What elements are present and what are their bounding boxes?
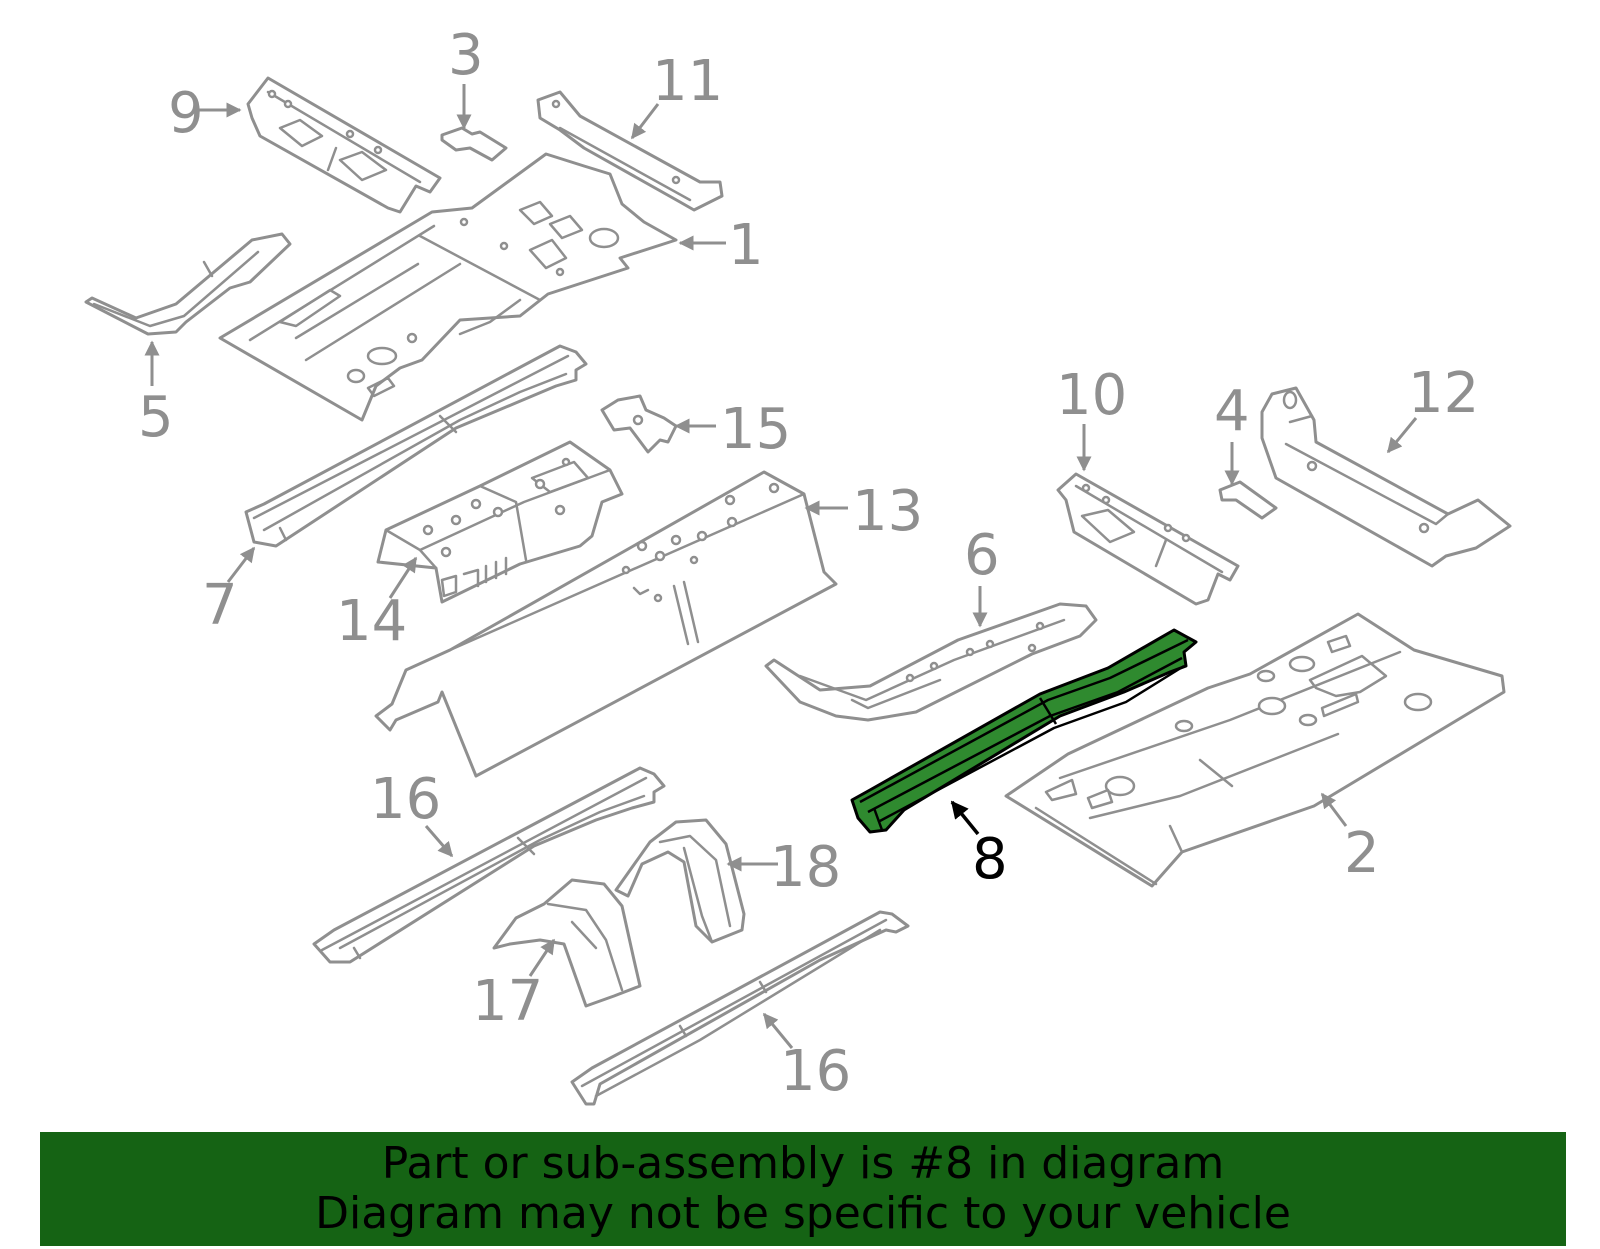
callout-16-lower[interactable]: 16 [780,1039,851,1104]
callout-6[interactable]: 6 [964,523,1000,588]
callout-8[interactable]: 8 [972,827,1008,892]
callout-1[interactable]: 1 [728,213,764,278]
part-2-floor-pan[interactable] [1004,612,1506,888]
part-12-member[interactable] [1260,386,1512,568]
callout-9[interactable]: 9 [168,81,204,146]
part-6-reinforcement[interactable] [764,602,1098,722]
callout-7[interactable]: 7 [202,573,238,638]
part-3-bracket[interactable] [440,126,508,162]
callout-5[interactable]: 5 [138,385,174,450]
callout-18[interactable]: 18 [770,835,841,900]
part-18-wheelhouse[interactable] [614,818,746,944]
callout-14[interactable]: 14 [336,589,407,654]
part-4-bracket[interactable] [1218,480,1278,520]
callout-10[interactable]: 10 [1056,363,1127,428]
part-15-bracket[interactable] [600,394,678,454]
callout-13[interactable]: 13 [852,479,923,544]
callout-15[interactable]: 15 [720,397,791,462]
part-8-highlighted-member[interactable] [850,628,1198,834]
part-16-rail-upper[interactable] [312,766,666,964]
part-5-reinforcement[interactable] [84,232,292,336]
part-9-bracket[interactable] [246,76,442,214]
callout-arrows [144,84,1418,1049]
callout-17[interactable]: 17 [472,969,543,1034]
part-14-tunnel-bracket[interactable] [376,440,624,604]
callout-11[interactable]: 11 [652,49,723,114]
banner-line-1: Part or sub-assembly is #8 in diagram [381,1138,1225,1189]
part-1-floor-pan[interactable] [218,152,678,422]
callout-2[interactable]: 2 [1344,821,1380,886]
part-11-crossmember[interactable] [536,90,724,212]
info-banner: Part or sub-assembly is #8 in diagram Di… [40,1132,1566,1246]
part-7-rail[interactable] [244,344,588,548]
callout-12[interactable]: 12 [1408,361,1479,426]
part-16-rail-lower[interactable] [570,910,910,1106]
callout-3[interactable]: 3 [448,23,484,88]
callout-labels: 9 3 11 1 5 7 14 15 13 6 10 4 12 2 16 18 … [138,23,1479,1104]
callout-4[interactable]: 4 [1214,379,1250,444]
part-10-bracket[interactable] [1056,472,1240,606]
callout-16-upper[interactable]: 16 [370,767,441,832]
banner-line-2: Diagram may not be specific to your vehi… [315,1188,1291,1239]
part-13-cross-panel[interactable] [374,470,838,778]
